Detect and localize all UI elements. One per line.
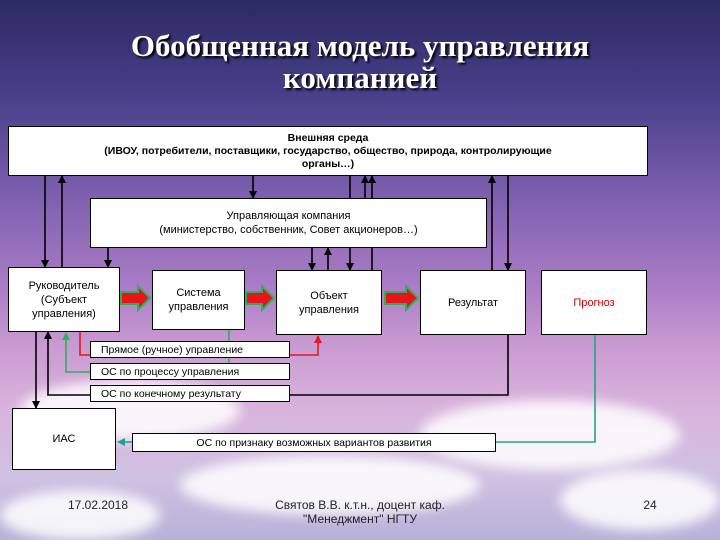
head-box: Руководитель (Субъект управления) <box>8 267 120 332</box>
external-desc: (ИВОУ, потребители, поставщики, государс… <box>104 144 552 157</box>
cloud <box>0 490 160 540</box>
footer-date: 17.02.2018 <box>67 498 129 512</box>
head-sub2: управления) <box>32 307 96 320</box>
cloud <box>560 470 720 530</box>
footer-author-line2: "Менеджмент" НГТУ <box>303 512 417 526</box>
result-box: Результат <box>420 270 526 335</box>
managing-title: Управляющая компания <box>226 210 351 222</box>
head-sub: (Субъект <box>40 293 88 306</box>
object-title: Объект <box>310 289 348 302</box>
forecast-box: Прогноз <box>541 270 647 335</box>
control-system-box: Система управления <box>152 270 245 330</box>
system-title: Система <box>176 287 221 299</box>
direct-control-text: Прямое (ручное) управление <box>101 343 244 356</box>
external-desc-cont: органы…) <box>301 157 355 170</box>
slide-title-line2: компанией <box>282 60 438 95</box>
result-label: Результат <box>447 296 499 309</box>
footer-author-line1: Святов В.В. к.т.н., доцент каф. <box>275 498 445 512</box>
object-sub: управления <box>299 303 359 316</box>
direct-control-label: Прямое (ручное) управление <box>90 341 290 358</box>
managing-company-box: Управляющая компания (министерство, собс… <box>90 198 487 248</box>
footer-page: 24 <box>643 498 657 512</box>
footer-author: Святов В.В. к.т.н., доцент каф. "Менеджм… <box>250 498 470 526</box>
process-feedback-label: ОС по процессу управления <box>90 363 290 380</box>
process-feedback-text: ОС по процессу управления <box>101 365 240 378</box>
managing-desc: (министерство, собственник, Совет акцион… <box>159 224 418 236</box>
ias-label: ИАС <box>52 433 76 445</box>
external-environment-box: Внешняя среда (ИВОУ, потребители, постав… <box>8 126 648 176</box>
head-title: Руководитель <box>28 279 100 292</box>
variants-feedback-text: ОС по признаку возможных вариантов разви… <box>196 436 432 449</box>
variants-feedback-label: ОС по признаку возможных вариантов разви… <box>132 433 496 452</box>
forecast-label: Прогноз <box>573 296 615 309</box>
cloud <box>180 455 480 515</box>
ias-box: ИАС <box>12 408 116 470</box>
slide-title-line1: Обобщенная модель управления <box>130 28 590 63</box>
final-feedback-text: ОС по конечному результату <box>101 387 241 400</box>
final-feedback-label: ОС по конечному результату <box>90 385 290 402</box>
external-title: Внешняя среда <box>287 131 369 144</box>
system-sub: управления <box>168 301 229 313</box>
object-box: Объект управления <box>276 270 382 335</box>
